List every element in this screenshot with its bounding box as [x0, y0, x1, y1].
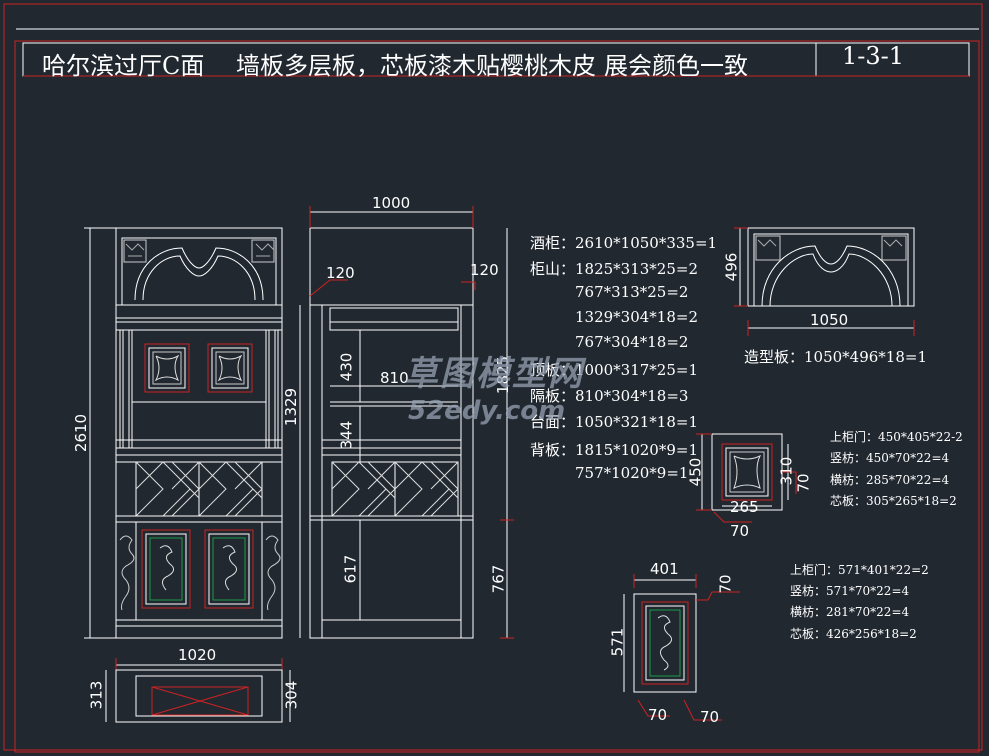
upper-door-spec-1: 上柜门：450*405*22-2: [830, 430, 963, 444]
spec-line-8: 台面：1050*321*18=1: [530, 413, 699, 431]
spec-line-10: 757*1020*9=1: [575, 464, 689, 482]
front-view: [115, 227, 283, 639]
dim-side-left-offset: 120: [326, 264, 355, 282]
dim-side-lower-inner: 617: [341, 554, 360, 584]
dim-side-upper-height: 1329: [282, 387, 301, 427]
lower-door-spec-4: 芯板：426*256*18=2: [790, 627, 917, 641]
dim-plan-depth-right: 304: [282, 680, 301, 710]
sheet-number: 1-3-1: [842, 42, 905, 70]
upper-door-spec-3: 横枋：285*70*22=4: [830, 473, 950, 487]
dim-plan-depth-left: 313: [87, 680, 106, 710]
outer-frame: [3, 3, 983, 751]
dim-side-shelf-gap-upper: 430: [337, 352, 356, 382]
lower-door-spec-3: 横枋：281*70*22=4: [790, 605, 910, 619]
arch-view: [734, 227, 915, 336]
dim-arch-height: 496: [722, 252, 741, 282]
dim-side-shelf-width: 810: [380, 369, 409, 387]
spec-line-4: 1329*304*18=2: [575, 308, 699, 326]
dim-side-right-offset: 120: [470, 261, 499, 279]
dim-side-lower-total: 767: [489, 564, 508, 594]
dim-upper-door-rail: 70: [794, 473, 813, 493]
dim-side-top-width: 1000: [372, 194, 411, 212]
dim-lower-door-height: 571: [608, 627, 627, 657]
spec-line-2: 柜山：1825*313*25=2: [530, 260, 699, 278]
dim-upper-door-bottom-rail: 70: [730, 522, 750, 540]
material-description: 墙板多层板，芯板漆木贴樱桃木皮: [236, 52, 596, 80]
dim-lower-door-rail-right: 70: [700, 708, 720, 726]
spec-line-7: 隔板：810*304*18=3: [530, 387, 689, 405]
upper-door-spec-4: 芯板：305*265*18=2: [830, 494, 957, 508]
color-note: 展会颜色一致: [604, 52, 748, 80]
front-view-dimensions: [84, 227, 283, 672]
side-view: [309, 227, 474, 639]
dim-upper-door-inner-height: 310: [777, 456, 796, 486]
spec-line-9: 背板：1815*1020*9=1: [530, 441, 699, 459]
dim-front-height: 2610: [72, 413, 91, 453]
dim-lower-door-width: 401: [650, 560, 679, 578]
spec-line-1: 酒柜：2610*1050*335=1: [530, 234, 718, 252]
spec-line-3: 767*313*25=2: [575, 283, 689, 301]
upper-door-detail: [696, 433, 797, 523]
watermark-site-name: 草图模型网: [404, 354, 584, 394]
watermark-site-url: 52edy.com: [408, 396, 566, 426]
front-lower-door-panels: [141, 529, 254, 609]
drawing-frame: [14, 40, 980, 753]
lower-door-spec-1: 上柜门：571*401*22=2: [790, 563, 929, 577]
front-upper-door-panels: [144, 343, 253, 393]
plan-view: [105, 669, 291, 723]
side-view-dimensions: [299, 206, 514, 639]
dim-side-shelf-gap-lower: 344: [337, 420, 356, 450]
upper-door-spec-2: 竖枋：450*70*22=4: [830, 451, 950, 465]
dim-upper-door-inner-width: 265: [730, 498, 759, 516]
lower-door-spec-2: 竖枋：571*70*22=4: [790, 584, 910, 598]
dim-arch-width: 1050: [810, 311, 849, 329]
arch-panel-spec: 造型板：1050*496*18=1: [744, 348, 928, 366]
project-title: 哈尔滨过厅C面: [42, 52, 205, 80]
spec-line-5: 767*304*18=2: [575, 333, 689, 351]
spec-line-6: 顶板：1000*317*25=1: [530, 361, 699, 379]
dim-front-base-width: 1020: [178, 646, 217, 664]
dim-upper-door-height: 450: [686, 457, 705, 487]
lower-door-detail: [623, 574, 740, 721]
dim-lower-door-rail-left: 70: [648, 706, 668, 724]
dim-lower-door-rail-top: 70: [716, 574, 735, 594]
